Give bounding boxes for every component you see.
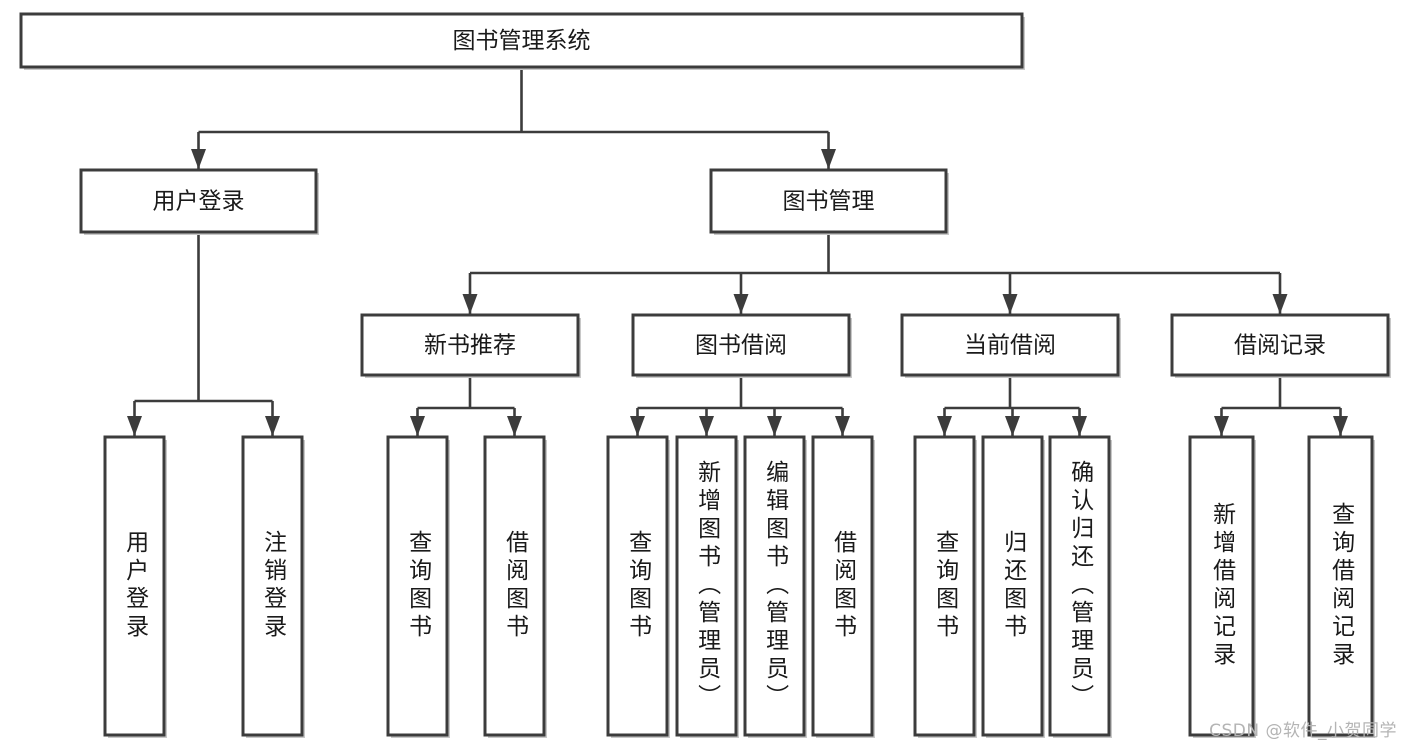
arrow-head-icon [1214, 416, 1229, 436]
node-leaf-user-login[interactable] [103, 435, 167, 738]
node-leaf-query-book-3[interactable] [913, 435, 977, 738]
node-current-borrow[interactable] [900, 313, 1121, 378]
arrow-head-icon [733, 294, 749, 314]
arrow-head-icon [462, 294, 478, 314]
connector-currentborrow-to-leaves [937, 375, 1087, 436]
connector-bookborrow-to-leaves [630, 375, 850, 436]
arrow-head-icon [767, 416, 782, 436]
node-box[interactable] [1188, 435, 1255, 737]
node-box[interactable] [1307, 435, 1374, 737]
node-leaf-edit-book[interactable] [743, 435, 807, 738]
node-label: 图书管理 [783, 189, 875, 215]
node-box[interactable] [709, 168, 948, 234]
arrow-head-icon [507, 416, 522, 436]
watermark-text: CSDN @软件_小贺同学 [1209, 721, 1397, 741]
node-label: 用户登录 [153, 189, 245, 215]
node-label: 借阅记录 [1234, 333, 1326, 359]
arrow-head-icon [821, 149, 836, 169]
connector-layer [127, 67, 1348, 436]
node-label: 当前借阅 [964, 333, 1056, 359]
node-book-manage[interactable] [709, 168, 949, 235]
node-label: 图书管理系统 [453, 28, 591, 54]
node-book-borrow[interactable] [631, 313, 852, 378]
node-leaf-query-book-1[interactable] [386, 435, 450, 738]
node-leaf-add-book[interactable] [675, 435, 739, 738]
node-leaf-query-book-2[interactable] [606, 435, 670, 738]
node-borrow-record[interactable] [1170, 313, 1391, 378]
node-box[interactable] [981, 435, 1044, 737]
node-box[interactable] [1170, 313, 1390, 377]
node-box[interactable] [675, 435, 738, 737]
node-leaf-add-record[interactable] [1188, 435, 1256, 738]
node-leaf-borrow-book-2[interactable] [811, 435, 875, 738]
node-box[interactable] [811, 435, 874, 737]
arrow-head-icon [410, 416, 425, 436]
node-user-login[interactable] [79, 168, 319, 235]
connector-newbook-to-leaves [410, 375, 522, 436]
arrow-head-icon [191, 149, 206, 169]
node-box[interactable] [79, 168, 318, 234]
node-box[interactable] [606, 435, 669, 737]
node-box[interactable] [241, 435, 304, 737]
arrow-head-icon [1272, 294, 1288, 314]
node-box[interactable] [19, 12, 1024, 69]
node-label: 新书推荐 [424, 333, 516, 359]
node-box[interactable] [743, 435, 806, 737]
arrow-head-icon [835, 416, 850, 436]
node-leaf-confirm-return[interactable] [1048, 435, 1112, 738]
arrow-head-icon [1005, 416, 1020, 436]
arrow-head-icon [265, 416, 280, 436]
node-box[interactable] [631, 313, 851, 377]
connector-borrowrecord-to-leaves [1214, 375, 1348, 436]
arrow-head-icon [630, 416, 645, 436]
node-box[interactable] [103, 435, 166, 737]
connector-userlogin-to-leaves [127, 232, 280, 436]
node-box[interactable] [900, 313, 1120, 377]
arrow-head-icon [699, 416, 714, 436]
node-leaf-user-logout[interactable] [241, 435, 305, 738]
node-new-book-rec[interactable] [360, 313, 581, 378]
node-leaf-return-book[interactable] [981, 435, 1045, 738]
node-label: 图书借阅 [695, 333, 787, 359]
connector-root-to-level2 [191, 67, 836, 169]
arrow-head-icon [127, 416, 142, 436]
node-leaf-query-record[interactable] [1307, 435, 1375, 738]
arrow-head-icon [937, 416, 952, 436]
node-box[interactable] [913, 435, 976, 737]
node-box[interactable] [1048, 435, 1111, 737]
node-box[interactable] [483, 435, 546, 737]
arrow-head-icon [1333, 416, 1348, 436]
node-box[interactable] [360, 313, 580, 377]
node-root[interactable] [19, 12, 1025, 70]
arrow-head-icon [1072, 416, 1087, 436]
arrow-head-icon [1002, 294, 1018, 314]
node-leaf-borrow-book-1[interactable] [483, 435, 547, 738]
node-box[interactable] [386, 435, 449, 737]
connector-bookmanage-to-level3 [462, 232, 1288, 314]
